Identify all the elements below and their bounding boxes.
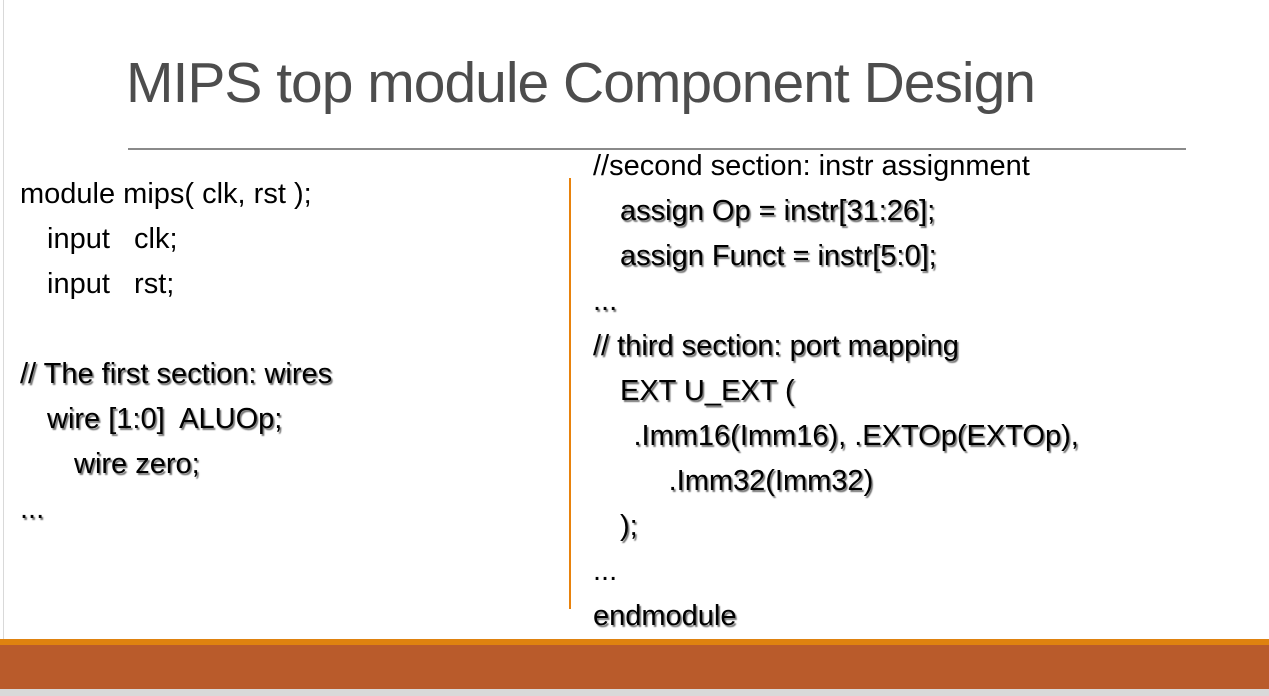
code-line: ...: [20, 493, 45, 525]
code-line: .Imm32(Imm32): [668, 465, 874, 497]
right-code-block: //second section: instr assignment assign…: [593, 144, 1079, 639]
bottom-accent-band: [0, 645, 1269, 689]
code-line: //second section: instr assignment: [593, 150, 1030, 182]
column-divider-line: [569, 178, 571, 609]
bottom-edge-strip: [0, 689, 1269, 696]
code-line: wire zero;: [74, 448, 200, 480]
code-line: input clk;: [47, 223, 178, 255]
code-line: wire [1:0] ALUOp;: [47, 403, 283, 435]
code-line: assign Funct = instr[5:0];: [620, 240, 937, 272]
code-line: input rst;: [47, 268, 175, 300]
code-line: .Imm16(Imm16), .EXTOp(EXTOp),: [633, 420, 1079, 452]
code-line: // The first section: wires: [20, 358, 333, 390]
code-line: [20, 307, 332, 352]
left-code-block: module mips( clk, rst ); input clk; input …: [20, 172, 332, 532]
bottom-accent-thin-bar: [0, 639, 1269, 645]
left-edge-line: [3, 0, 4, 639]
code-line: // third section: port mapping: [593, 330, 959, 362]
code-line: );: [620, 510, 638, 542]
code-line: ...: [593, 285, 618, 317]
page-title: MIPS top module Component Design: [126, 51, 1036, 115]
code-line: assign Op = instr[31:26];: [620, 195, 936, 227]
code-line: endmodule: [593, 600, 737, 632]
code-line: EXT U_EXT (: [620, 375, 795, 407]
code-line: module mips( clk, rst );: [20, 178, 312, 210]
title-underline: [128, 148, 1186, 150]
code-line: ...: [593, 555, 618, 587]
